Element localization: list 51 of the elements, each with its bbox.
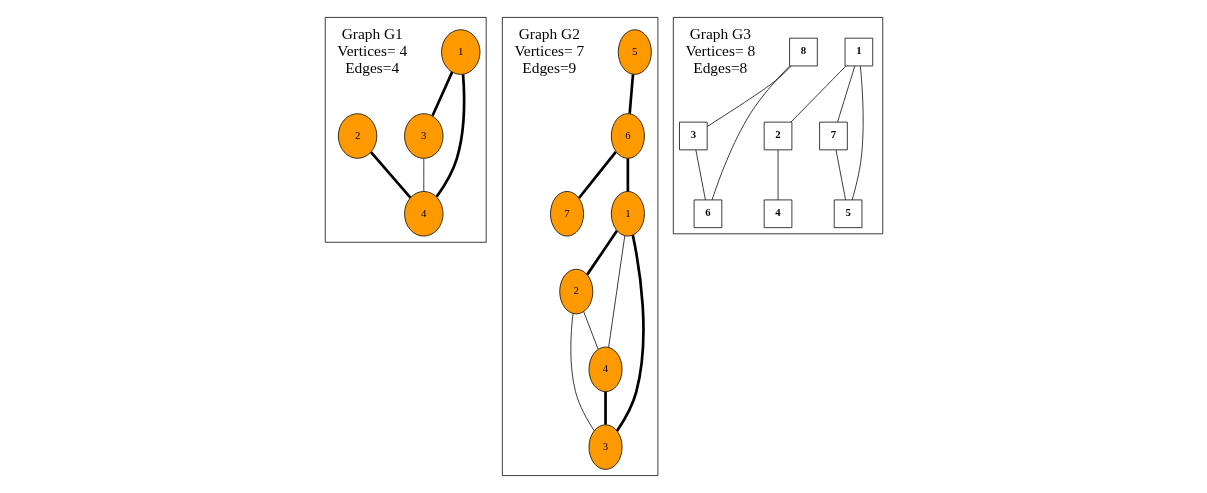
node-box: 8 [788,37,818,67]
node-ellipse: 2 [558,268,593,315]
connector [422,158,424,192]
connector [435,74,465,198]
connector [836,65,855,123]
node-ellipse: 6 [610,113,645,159]
node-ellipse: 1 [440,29,480,75]
label: Edges=8 [692,58,747,76]
cluster [501,17,658,476]
label: Graph G1 [341,24,403,42]
node-box: 1 [844,37,873,67]
node-ellipse: 2 [337,113,377,159]
connector [430,71,453,117]
connector [835,149,846,201]
node-box: 6 [693,199,722,228]
node-ellipse: 1 [610,191,645,237]
connector [369,151,411,199]
connector [585,229,618,276]
connector [695,149,706,201]
node-ellipse: 3 [588,424,622,470]
node-ellipse: 4 [588,346,622,393]
connector [615,234,645,432]
connector [851,65,864,201]
node-box: 7 [818,121,848,151]
node-ellipse: 3 [403,113,443,159]
connector [577,151,617,199]
node-box: 4 [763,199,792,228]
node-box: 3 [678,121,708,151]
connector [607,235,625,348]
node-box: 5 [833,199,862,228]
label: Vertices= 7 [513,41,584,59]
node-ellipse: 4 [403,191,443,237]
label: Vertices= 4 [336,41,407,59]
label: Graph G3 [689,24,751,42]
connector [582,311,599,350]
node-ellipse: 5 [617,29,652,75]
node-box: 2 [763,121,792,151]
node-ellipse: 7 [549,191,584,237]
connector [626,158,629,192]
label: Edges=9 [521,58,576,76]
connector [706,65,792,127]
label: Edges=4 [344,58,399,76]
connector [627,74,634,114]
connector [711,65,790,201]
connector [790,65,846,123]
label: Vertices= 8 [684,41,755,59]
cluster [672,17,883,235]
label: Graph G2 [518,24,580,42]
connector [603,391,607,425]
connector [569,313,595,432]
cluster [324,17,487,243]
